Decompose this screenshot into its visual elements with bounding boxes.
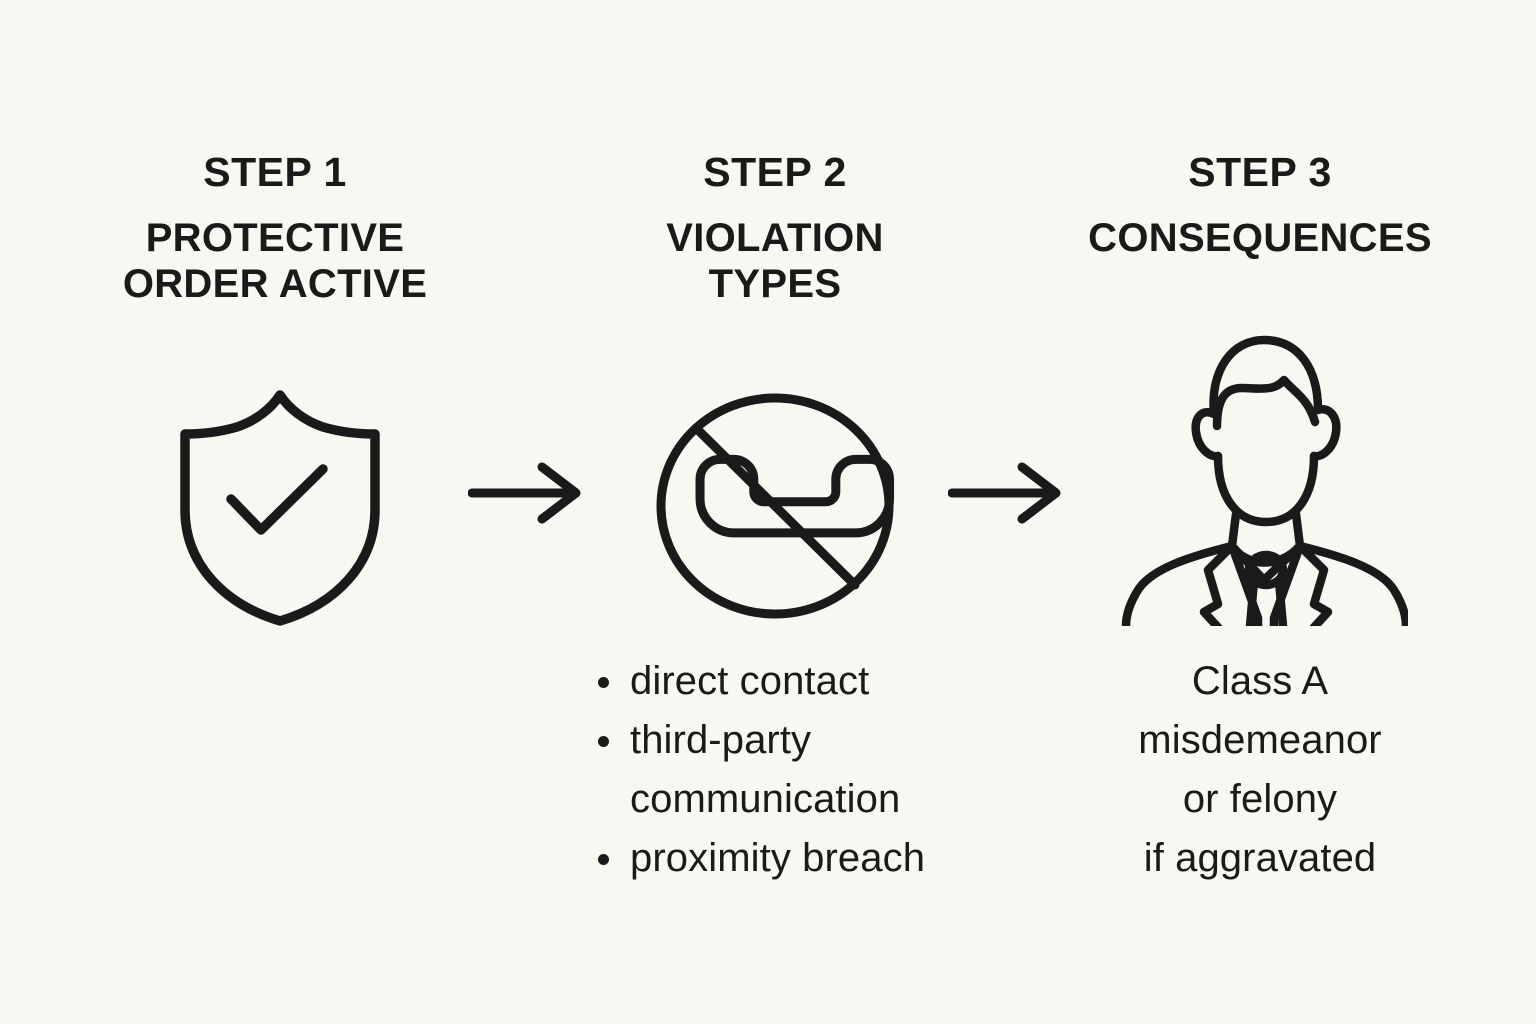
- step-2-label: STEP 2: [703, 149, 847, 195]
- arrow-right-icon-2: [947, 462, 1063, 524]
- shield-check-icon: [175, 385, 385, 630]
- consequence-text: Class A misdemeanor or felony if aggrava…: [1060, 652, 1460, 888]
- consequence-line-1: Class A: [1191, 659, 1329, 703]
- step-3-title: CONSEQUENCES: [1040, 215, 1480, 261]
- step-column-3: STEP 3 CONSEQUENCES: [1040, 152, 1480, 261]
- step-3-title-line-1: CONSEQUENCES: [1088, 216, 1432, 260]
- step-1-title: PROTECTIVE ORDER ACTIVE: [75, 215, 475, 308]
- step-2-title: VIOLATION TYPES: [595, 215, 955, 308]
- step-1-label: STEP 1: [203, 149, 347, 195]
- step-2-title-line-2: TYPES: [708, 262, 842, 307]
- bullet-icon: [598, 736, 609, 747]
- list-item: third-party communication: [592, 711, 1012, 829]
- bullet-icon: [598, 677, 609, 688]
- arrow-right-icon-1: [467, 462, 583, 524]
- list-item-label: proximity breach: [630, 836, 926, 880]
- no-phone-icon: [655, 392, 895, 620]
- consequence-line-2: misdemeanor: [1138, 718, 1382, 762]
- step-3-label: STEP 3: [1188, 149, 1332, 195]
- bullet-icon: [598, 854, 609, 865]
- step-2-title-line-1: VIOLATION: [666, 216, 884, 260]
- step-1-title-line-2: ORDER ACTIVE: [122, 262, 428, 307]
- step-column-2: STEP 2 VIOLATION TYPES: [595, 152, 955, 308]
- list-item: direct contact: [592, 652, 1012, 711]
- businessman-icon: [1118, 318, 1411, 641]
- consequence-line-3: or felony: [1182, 777, 1338, 821]
- consequence-line-4: if aggravated: [1143, 836, 1377, 880]
- violation-types-list: direct contact third-party communication…: [592, 652, 1012, 888]
- list-item-label: third-party communication: [630, 718, 901, 821]
- list-item: proximity breach: [592, 829, 1012, 888]
- list-item-label: direct contact: [630, 659, 870, 703]
- step-1-title-line-1: PROTECTIVE: [145, 216, 405, 260]
- step-column-1: STEP 1 PROTECTIVE ORDER ACTIVE: [75, 152, 475, 308]
